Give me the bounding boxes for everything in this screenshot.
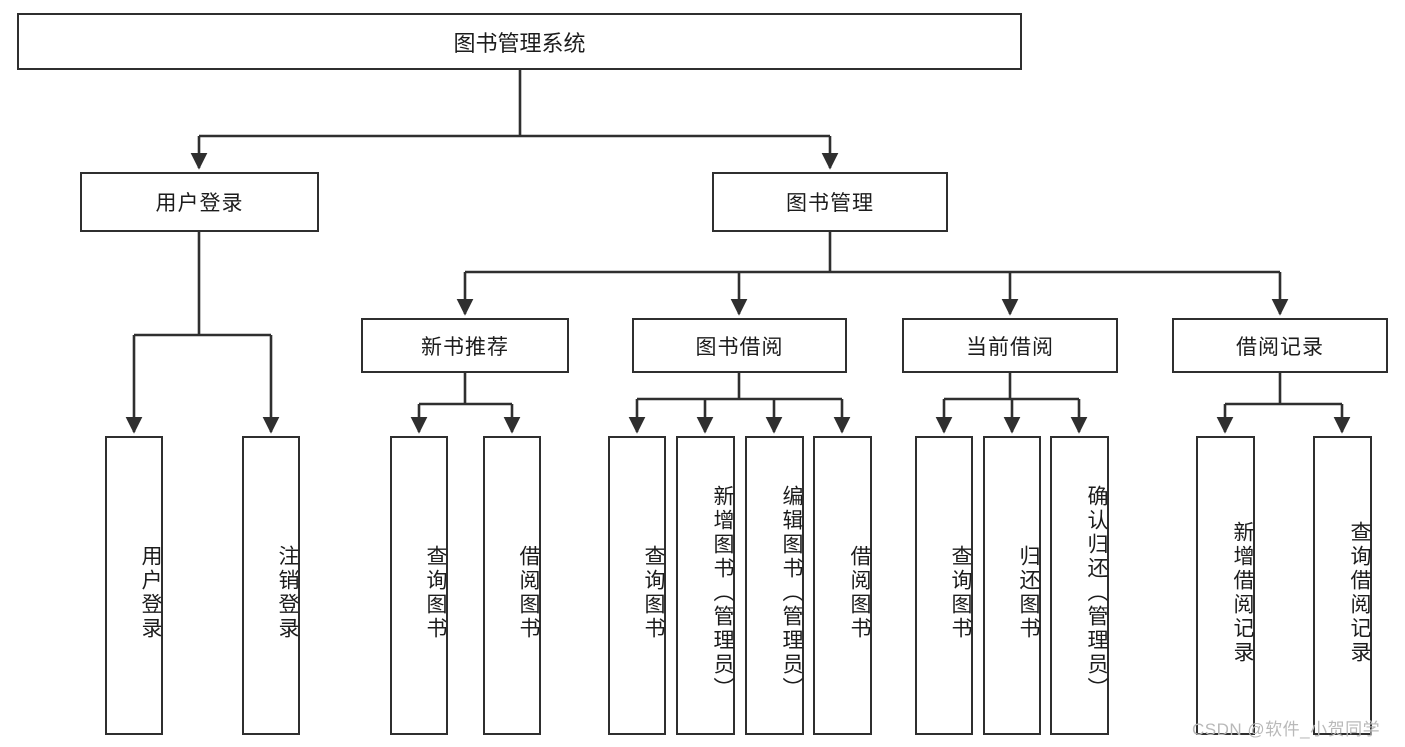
- leaf-borrow-book-1[interactable]: 借阅图书: [483, 436, 541, 735]
- leaf-add-book[interactable]: 新增图书（管理员）: [676, 436, 735, 735]
- node-label: 查询图书: [424, 544, 447, 641]
- node-label: 图书管理: [786, 192, 874, 215]
- node-label: 新书推荐: [421, 335, 509, 359]
- leaf-user-login[interactable]: 用户登录: [105, 436, 163, 735]
- leaf-add-record[interactable]: 新增借阅记录: [1196, 436, 1255, 735]
- node-root-system[interactable]: 图书管理系统: [17, 13, 1022, 70]
- node-label: 归还图书: [1017, 544, 1040, 641]
- node-label: 图书管理系统: [453, 30, 586, 56]
- node-label: 确认归还（管理员）: [1085, 484, 1108, 701]
- node-label: 查询图书: [642, 544, 665, 641]
- leaf-query-record[interactable]: 查询借阅记录: [1313, 436, 1372, 735]
- leaf-query-book-2[interactable]: 查询图书: [608, 436, 666, 735]
- leaf-query-book-3[interactable]: 查询图书: [915, 436, 973, 735]
- csdn-watermark: CSDN @软件_小贺同学: [1192, 715, 1380, 740]
- node-label: 新增图书（管理员）: [711, 484, 734, 701]
- leaf-edit-book[interactable]: 编辑图书（管理员）: [745, 436, 804, 735]
- node-user-login[interactable]: 用户登录: [80, 172, 319, 232]
- node-label: 查询借阅记录: [1348, 520, 1371, 665]
- leaf-borrow-book-2[interactable]: 借阅图书: [813, 436, 872, 735]
- node-current-borrow[interactable]: 当前借阅: [902, 318, 1118, 373]
- leaf-confirm-return[interactable]: 确认归还（管理员）: [1050, 436, 1109, 735]
- node-book-borrow[interactable]: 图书借阅: [632, 318, 847, 373]
- node-label: 用户登录: [139, 544, 162, 641]
- node-label: 编辑图书（管理员）: [780, 484, 803, 701]
- node-label: 图书借阅: [695, 335, 784, 359]
- node-label: 借阅图书: [517, 544, 540, 641]
- node-label: 新增借阅记录: [1231, 520, 1254, 665]
- node-label: 注销登录: [276, 544, 299, 641]
- node-label: 借阅记录: [1236, 335, 1324, 359]
- node-label: 当前借阅: [966, 335, 1054, 359]
- watermark-text: CSDN @软件_小贺同学: [1192, 720, 1381, 739]
- node-borrow-record[interactable]: 借阅记录: [1172, 318, 1388, 373]
- leaf-user-logout[interactable]: 注销登录: [242, 436, 300, 735]
- node-new-book-recommend[interactable]: 新书推荐: [361, 318, 569, 373]
- node-label: 查询图书: [949, 544, 972, 641]
- node-label: 借阅图书: [848, 544, 871, 641]
- leaf-query-book-1[interactable]: 查询图书: [390, 436, 448, 735]
- leaf-return-book[interactable]: 归还图书: [983, 436, 1041, 735]
- node-label: 用户登录: [155, 192, 244, 215]
- node-book-management[interactable]: 图书管理: [712, 172, 948, 232]
